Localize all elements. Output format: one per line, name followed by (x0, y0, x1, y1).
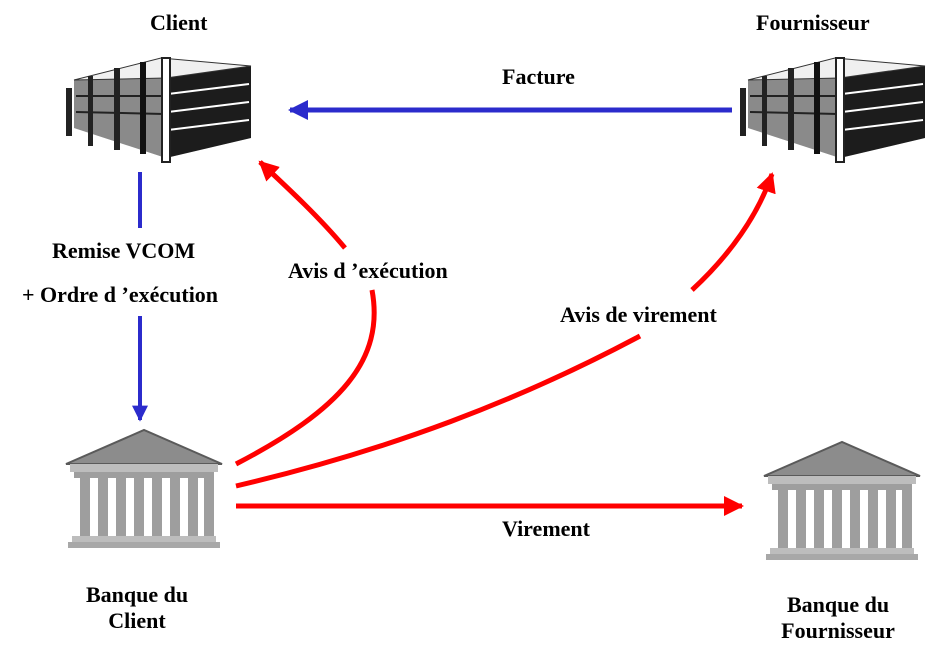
remittance-label-line2: + Ordre d ’exécution (22, 282, 219, 307)
supplier-bank-label-line2: Fournisseur (781, 618, 895, 644)
client-building-icon (65, 57, 252, 163)
transfer-notice-arrow-upper (690, 172, 776, 292)
transfer-label: Virement (502, 516, 590, 541)
supplier-label: Fournisseur (756, 10, 870, 35)
client-bank-label-line2: Client (108, 608, 166, 634)
remittance-label-line1: Remise VCOM (52, 238, 196, 263)
client-label: Client (150, 10, 208, 35)
execution-notice-label: Avis d ’exécution (288, 258, 448, 283)
client-bank-label-line1: Banque du (85, 582, 189, 607)
execution-notice-arrow-upper (258, 160, 347, 250)
execution-notice-arrow-lower (234, 289, 377, 467)
transfer-notice-label: Avis de virement (560, 302, 717, 327)
supplier-bank-label-line1: Banque du (786, 592, 890, 617)
client-bank-icon (65, 429, 223, 549)
supplier-bank-icon (763, 441, 921, 561)
supplier-building-icon (739, 57, 926, 163)
client-bank-label: Banque du Client (62, 582, 212, 635)
supplier-bank-label: Banque du Fournisseur (758, 592, 918, 645)
transfer-notice-arrow-lower (235, 333, 642, 489)
invoice-label: Facture (502, 64, 575, 89)
